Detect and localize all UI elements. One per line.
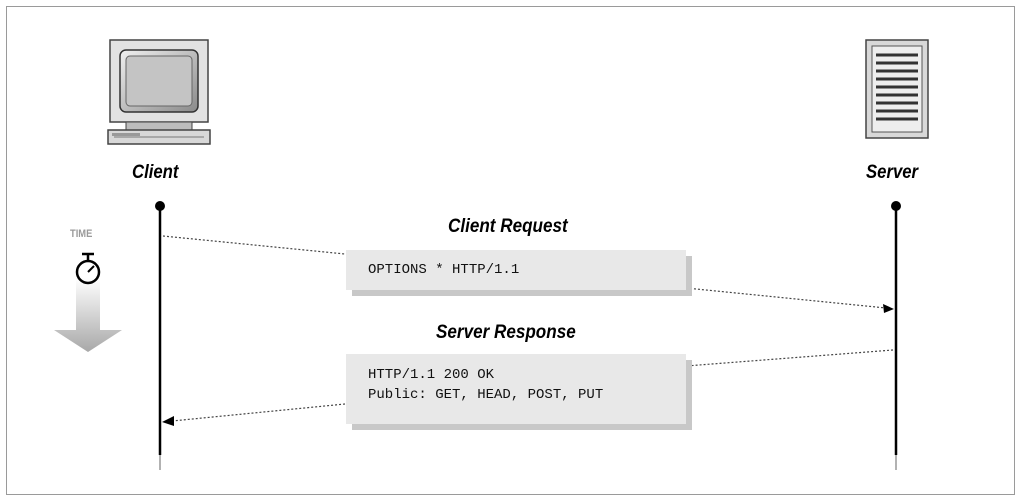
response-connector-server bbox=[685, 349, 894, 367]
server-icon bbox=[865, 39, 929, 139]
time-arrow bbox=[54, 278, 122, 352]
request-line: OPTIONS * HTTP/1.1 bbox=[368, 262, 520, 278]
response-line: HTTP/1.1 200 OK bbox=[368, 367, 495, 383]
request-box: OPTIONS * HTTP/1.1 bbox=[346, 250, 686, 290]
response-line: Public: GET, HEAD, POST, PUT bbox=[368, 387, 604, 403]
request-connector-server bbox=[685, 287, 887, 309]
response-box: HTTP/1.1 200 OK Public: GET, HEAD, POST,… bbox=[346, 354, 686, 424]
response-connector-client bbox=[171, 403, 346, 422]
response-title: Server Response bbox=[436, 322, 576, 343]
stopwatch-icon bbox=[75, 252, 101, 285]
request-title: Client Request bbox=[448, 216, 568, 237]
request-connector-client bbox=[162, 235, 346, 255]
request-arrowhead bbox=[883, 304, 894, 313]
server-label: Server bbox=[866, 162, 919, 183]
client-label: Client bbox=[132, 162, 179, 183]
time-label: TIME bbox=[70, 228, 93, 240]
response-arrowhead bbox=[162, 416, 174, 426]
computer-icon bbox=[107, 39, 211, 145]
